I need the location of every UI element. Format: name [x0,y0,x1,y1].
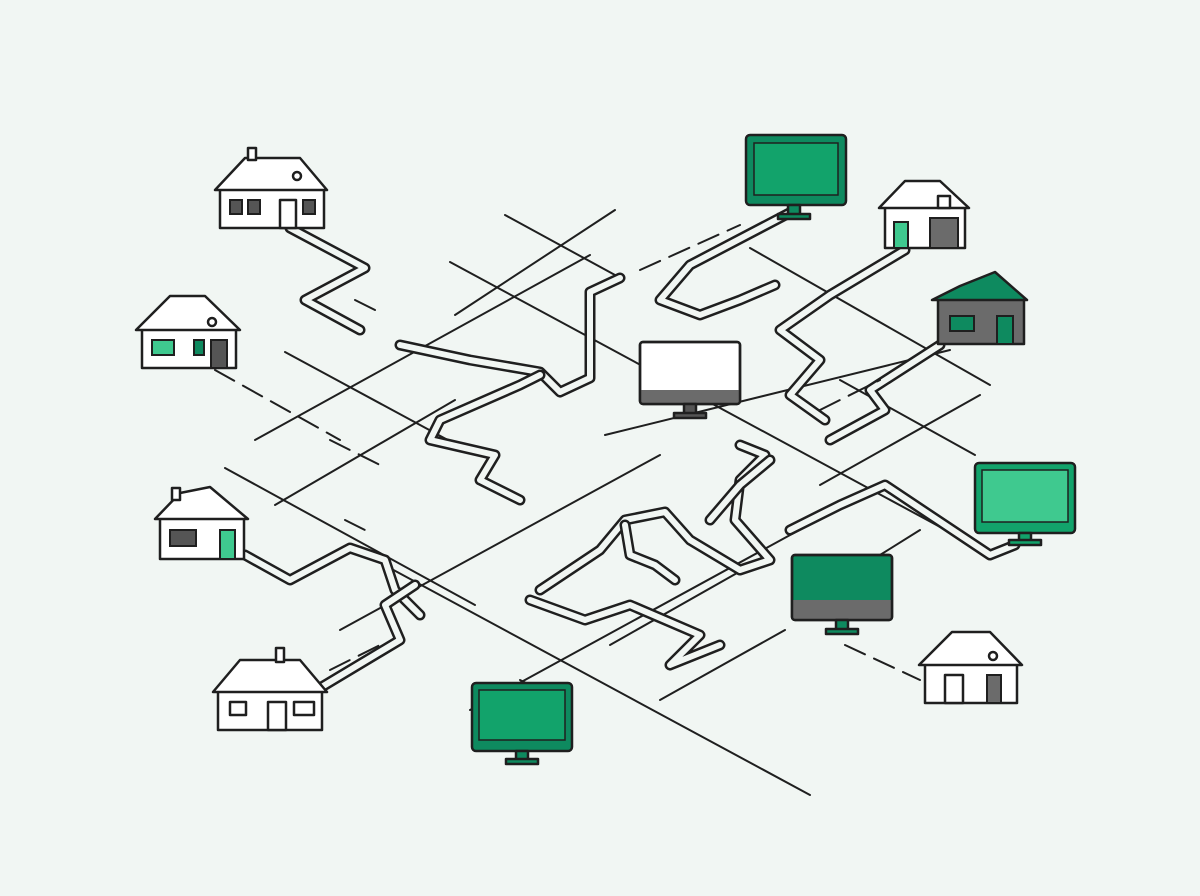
grid-line [224,467,476,606]
grid-line [839,379,976,456]
grid-line [604,349,951,436]
route-center-main [394,272,626,398]
grid-line [749,247,991,386]
dashed-link [844,644,921,681]
route-house-bottom-left [314,579,421,694]
grid-line [659,629,786,701]
grid-line [454,209,616,316]
dashed-link [214,369,341,441]
grid-line [879,529,921,556]
monitor-top-icon [744,133,848,221]
dashed-link [819,379,881,411]
dashed-link [639,224,741,271]
house-mid-left-icon [134,294,242,370]
route-monitor-bottom [524,594,726,671]
dashed-links [214,224,921,681]
grid-line [819,394,981,486]
monitor-right-icon [973,461,1077,547]
route-house-top-left [284,222,371,336]
dashed-link [344,519,366,531]
route-west-center [424,369,546,506]
route-house-top-right [774,244,911,426]
house-bottom-right-icon [917,630,1024,705]
monitor-bottom-icon [470,681,574,766]
house-right-icon [930,270,1029,346]
route-monitor-top [654,204,801,321]
grid-line [354,299,376,311]
grid-line [609,559,761,646]
grid-line [274,399,456,506]
dashed-link [329,644,381,671]
house-lower-left-icon [153,485,250,561]
route-center-loop [619,519,681,586]
grid-line [374,559,811,796]
monitor-center-icon [638,340,742,420]
house-top-left-icon [213,146,329,230]
house-top-right-icon [877,179,971,250]
monitor-lower-right-icon [790,553,894,636]
routes [239,204,1021,694]
dashed-link [329,439,381,466]
route-east [704,454,776,526]
house-bottom-left-icon [211,646,329,732]
grid-line [469,504,846,711]
grid-line [284,351,471,453]
route-monitor-right [784,479,1021,561]
route-house-right [824,339,946,446]
